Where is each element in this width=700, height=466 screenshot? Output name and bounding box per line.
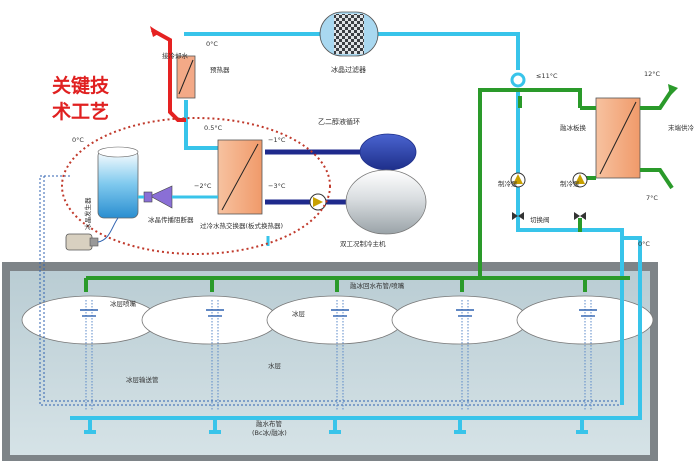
supply-arrow-out <box>668 84 678 96</box>
cooling-water-arrow <box>150 26 160 37</box>
ice-propagation-breaker[interactable] <box>143 185 173 209</box>
chilled-pump-right[interactable] <box>572 172 588 188</box>
generator-motor[interactable] <box>65 233 99 251</box>
water-header-title: 融水布管 <box>256 419 283 428</box>
cyan-header-drops <box>84 418 588 434</box>
ice-generator[interactable] <box>97 146 139 219</box>
switch-valve-left[interactable] <box>512 212 524 220</box>
pump-a-label: 制冷泵 <box>498 179 518 188</box>
preheater-label: 预热器 <box>210 65 230 74</box>
pipe-crossover <box>510 72 526 88</box>
water-layer-label: 水层 <box>268 361 282 370</box>
glycol-pump[interactable] <box>309 193 327 211</box>
green-header-drops <box>84 278 587 292</box>
key-tech-title-1: 关键技 <box>52 74 110 97</box>
melt-plate-heat-exchanger[interactable] <box>595 97 641 179</box>
cooling-water-pipe <box>151 28 186 122</box>
key-tech-title-2: 术工艺 <box>52 101 109 123</box>
motor-line <box>97 217 119 243</box>
melt-plate-label: 融冰板换 <box>560 123 587 132</box>
pump-b-label: 制冷泵 <box>560 179 580 188</box>
tank-left-wall <box>2 262 10 458</box>
key-tech-boundary <box>61 117 331 255</box>
nozzle-risers <box>85 300 592 410</box>
ice-crystal-filter[interactable] <box>319 11 379 57</box>
tank-top-wall <box>8 262 658 271</box>
storage-tank <box>2 262 658 461</box>
glycol-loop-label: 乙二醇液循环 <box>318 117 360 126</box>
temp-0-top: 0°C <box>206 40 218 48</box>
temp-11: ≤11°C <box>536 72 558 80</box>
precool-water-label: 接冷却水 <box>162 51 189 60</box>
glycol-pipes <box>265 149 360 205</box>
temp-minus2: −2°C <box>194 182 212 190</box>
switch-valve-label: 切换阀 <box>530 215 550 224</box>
temp-minus1: −1°C <box>268 136 286 144</box>
chilled-pump-left[interactable] <box>510 172 526 188</box>
ice-pile <box>21 295 159 345</box>
supercool-heat-exchanger[interactable] <box>217 139 263 215</box>
dual-mode-chiller[interactable] <box>345 133 427 235</box>
switch-valve-right[interactable] <box>574 212 586 220</box>
ice-slurry-line-inner <box>43 176 618 402</box>
temp-12: 12°C <box>644 70 661 78</box>
ice-filter-label: 冰晶过滤器 <box>331 65 366 74</box>
ice-pile <box>141 295 279 345</box>
ice-generator-label: 冰晶发生器 <box>83 197 92 230</box>
temp-0-right: 0°C <box>638 240 650 248</box>
temp-05: 0.5°C <box>204 124 223 132</box>
ice-pile <box>266 295 404 345</box>
ice-nozzle-label: 冰层喷嘴 <box>110 299 137 308</box>
ice-pile <box>391 295 529 345</box>
ice-pile <box>516 295 654 345</box>
ac-supply-label: 末端供冷 <box>668 123 695 132</box>
cyan-pipes <box>70 32 642 420</box>
temp-7: 7°C <box>646 194 658 202</box>
melt-header-label: 融冰回水布管/喷嘴 <box>350 281 405 290</box>
water-header-sub: (Bc冰/融冰) <box>252 428 287 437</box>
temp-0-left: 0°C <box>72 136 84 144</box>
dual-chiller-label: 双工况制冷主机 <box>340 239 386 248</box>
ice-outlet-pipe-label: 冰层输送管 <box>126 375 159 384</box>
preheater[interactable] <box>176 55 196 99</box>
ice-layer-label: 冰层 <box>292 309 306 318</box>
tank-bottom-wall <box>2 455 658 461</box>
tank-right-wall <box>650 262 658 458</box>
ice-slurry-line <box>39 175 620 406</box>
temp-minus3: −3°C <box>268 182 286 190</box>
green-pipes <box>86 88 630 280</box>
supercool-hx-label: 过冷水热交换器(板式换热器) <box>200 221 283 230</box>
nozzle-heads <box>80 309 597 317</box>
ice-breaker-label: 冰晶传播阻断器 <box>148 215 194 224</box>
